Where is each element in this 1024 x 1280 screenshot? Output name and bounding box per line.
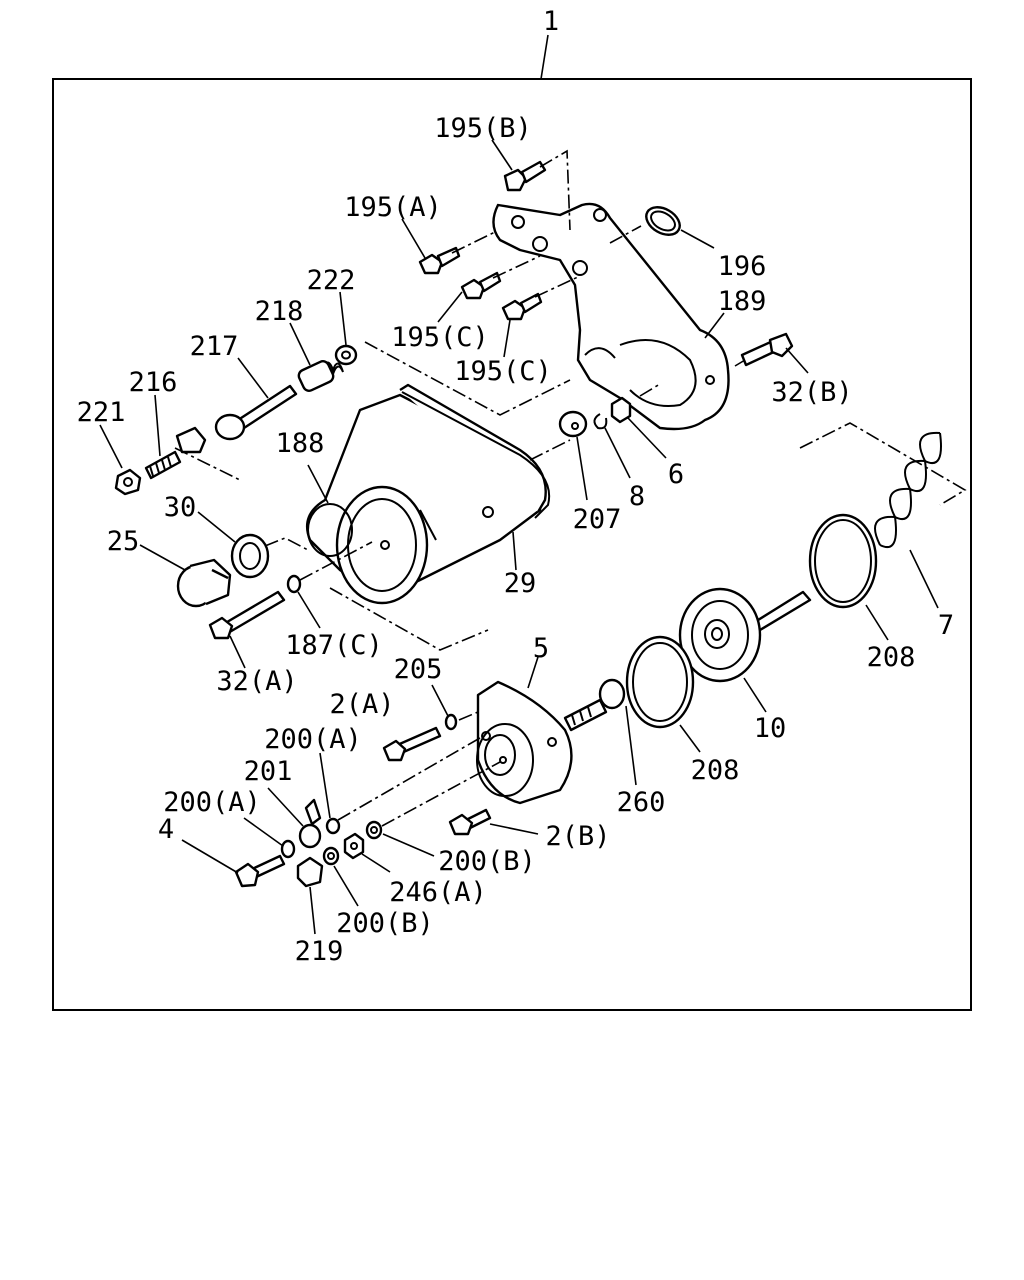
label-5: 5 xyxy=(533,633,549,664)
bolt-32b xyxy=(740,332,794,367)
label-187c: 187(C) xyxy=(285,630,383,661)
nut-6 xyxy=(610,396,632,424)
label-216: 216 xyxy=(129,367,178,398)
washer-200a-2 xyxy=(280,839,296,859)
plug-25 xyxy=(176,558,232,608)
bolt-195b xyxy=(503,160,547,192)
spring-218 xyxy=(297,360,344,392)
label-29: 29 xyxy=(504,568,537,599)
ring-205 xyxy=(444,713,458,731)
gasket-29 xyxy=(401,391,551,519)
valve-260 xyxy=(563,678,626,732)
bolt-4 xyxy=(234,854,286,888)
assembly-guide-lines xyxy=(174,149,967,827)
label-208-a: 208 xyxy=(867,642,916,673)
label-205: 205 xyxy=(394,654,443,685)
cover-5 xyxy=(476,680,573,805)
assembly-frame xyxy=(52,78,972,1011)
label-218: 218 xyxy=(255,296,304,327)
bolt-32a xyxy=(208,590,286,640)
label-32a: 32(A) xyxy=(216,666,297,697)
label-7: 7 xyxy=(938,610,954,641)
label-200b-2: 200(B) xyxy=(336,908,434,939)
ring-187c xyxy=(286,574,302,594)
washer-222 xyxy=(334,344,358,366)
label-2b: 2(B) xyxy=(545,821,610,852)
label-200b-1: 200(B) xyxy=(438,846,536,877)
label-260: 260 xyxy=(617,787,666,818)
bolt-2a xyxy=(382,726,442,762)
label-195c-1: 195(C) xyxy=(391,322,489,353)
ring-208-a xyxy=(808,513,878,609)
washer-30 xyxy=(230,533,270,579)
o-ring-196 xyxy=(645,206,681,236)
label-246a: 246(A) xyxy=(389,877,487,908)
spring-7 xyxy=(874,431,942,548)
ring-208-b xyxy=(625,635,695,729)
label-195a: 195(A) xyxy=(344,192,442,223)
label-195b: 195(B) xyxy=(434,113,532,144)
washer-207 xyxy=(558,410,588,438)
washer-200b-1 xyxy=(365,820,383,840)
washer-200b-2 xyxy=(322,846,340,866)
washer-200a-1 xyxy=(325,817,341,835)
label-188: 188 xyxy=(276,428,325,459)
label-196: 196 xyxy=(718,251,767,282)
label-8: 8 xyxy=(629,481,645,512)
label-assembly-1: 1 xyxy=(543,6,559,37)
pin-217 xyxy=(214,384,298,441)
label-32b: 32(B) xyxy=(771,377,852,408)
nut-246a xyxy=(343,832,365,860)
label-221: 221 xyxy=(77,397,126,428)
fitting-201 xyxy=(298,798,322,849)
label-217: 217 xyxy=(190,331,239,362)
label-208-b: 208 xyxy=(691,755,740,786)
label-200a-2: 200(A) xyxy=(163,787,261,818)
leader-assembly xyxy=(540,34,549,80)
leader-lines xyxy=(99,139,939,935)
label-219: 219 xyxy=(295,936,344,967)
label-25: 25 xyxy=(107,526,140,557)
label-200a-1: 200(A) xyxy=(264,724,362,755)
label-10: 10 xyxy=(754,713,787,744)
bolt-195c-1 xyxy=(460,271,502,300)
stud-216 xyxy=(144,450,182,480)
piston-10 xyxy=(678,587,812,683)
label-30: 30 xyxy=(164,492,197,523)
housing-188 xyxy=(305,383,547,605)
bolt-2b xyxy=(448,808,492,836)
label-207: 207 xyxy=(573,504,622,535)
bracket-189 xyxy=(492,202,730,431)
label-2a: 2(A) xyxy=(329,689,394,720)
label-4: 4 xyxy=(158,814,174,845)
bolt-195c-2 xyxy=(501,292,543,321)
label-222: 222 xyxy=(307,265,356,296)
label-195c-2: 195(C) xyxy=(454,356,552,387)
bracket-small xyxy=(175,426,207,454)
label-6: 6 xyxy=(668,459,684,490)
clip-8 xyxy=(593,413,608,430)
label-201: 201 xyxy=(244,756,293,787)
cap-219 xyxy=(296,856,324,888)
nut-221 xyxy=(114,468,142,496)
label-189: 189 xyxy=(718,286,767,317)
